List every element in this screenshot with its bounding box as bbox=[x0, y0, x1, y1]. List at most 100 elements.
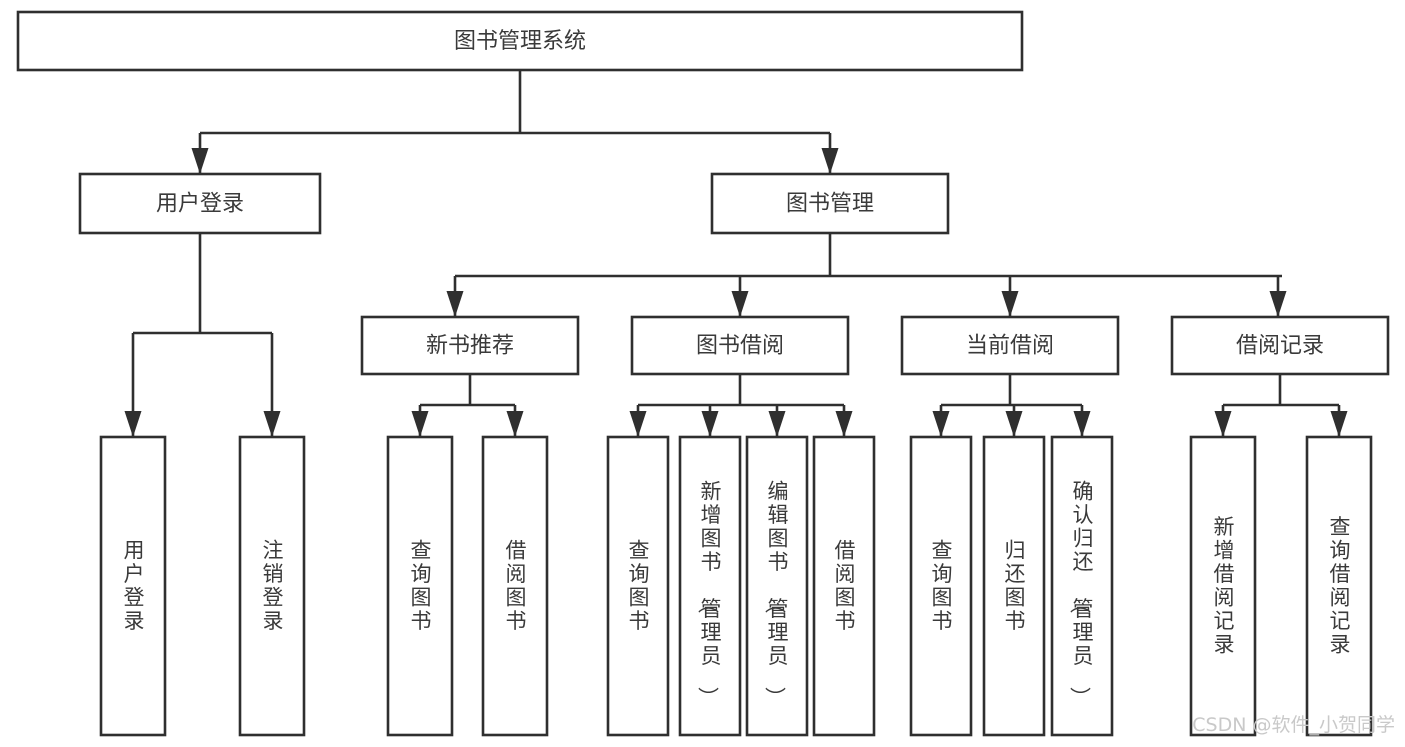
node-root[interactable]: 图书管理系统 bbox=[16, 10, 1024, 72]
node-label-borrow-records: 借阅记录 bbox=[1236, 334, 1324, 359]
connector-drop bbox=[701, 405, 719, 437]
watermark-text: CSDN @软件_小贺同学 bbox=[1192, 714, 1395, 736]
arrow-head-icon bbox=[124, 411, 142, 437]
arrow-head-icon bbox=[1005, 411, 1023, 437]
node-label-leaf-add-borrow-record: 新增借阅记录 bbox=[1214, 515, 1235, 657]
node-box-user-login[interactable] bbox=[78, 172, 322, 235]
connector-drop bbox=[124, 333, 142, 437]
node-label-leaf-confirm-return-admin: 确认归还（管理员） bbox=[1068, 480, 1094, 708]
node-label-leaf-borrow-book: 借阅图书 bbox=[835, 538, 856, 633]
node-leaf-query-book-current[interactable]: 查询图书 bbox=[909, 435, 973, 737]
node-label-leaf-return-book: 归还图书 bbox=[1005, 538, 1026, 633]
connector-drop bbox=[1269, 276, 1287, 317]
arrow-head-icon bbox=[191, 148, 209, 174]
node-box-leaf-borrow-book[interactable] bbox=[812, 435, 876, 737]
node-leaf-borrow-book-recommend[interactable]: 借阅图书 bbox=[481, 435, 549, 737]
connector-drop bbox=[446, 276, 464, 317]
arrow-head-icon bbox=[701, 411, 719, 437]
connector-drop bbox=[821, 133, 839, 174]
node-leaf-return-book[interactable]: 归还图书 bbox=[982, 435, 1046, 737]
node-current-borrow[interactable]: 当前借阅 bbox=[900, 315, 1120, 376]
node-box-root[interactable] bbox=[16, 10, 1024, 72]
node-label-leaf-logout-login: 注销登录 bbox=[263, 538, 284, 633]
node-box-leaf-confirm-return-admin[interactable] bbox=[1050, 435, 1114, 737]
connector-drop bbox=[629, 405, 647, 437]
node-box-book-borrow[interactable] bbox=[630, 315, 850, 376]
node-box-leaf-user-login[interactable] bbox=[99, 435, 167, 737]
node-box-leaf-add-borrow-record[interactable] bbox=[1189, 435, 1257, 737]
connector-drop bbox=[835, 405, 853, 437]
arrow-head-icon bbox=[446, 291, 464, 317]
node-box-leaf-query-book-borrow[interactable] bbox=[606, 435, 670, 737]
node-leaf-logout-login[interactable]: 注销登录 bbox=[238, 435, 306, 737]
node-book-management[interactable]: 图书管理 bbox=[710, 172, 950, 235]
arrow-head-icon bbox=[1269, 291, 1287, 317]
node-box-leaf-logout-login[interactable] bbox=[238, 435, 306, 737]
node-label-book-management: 图书管理 bbox=[786, 192, 874, 217]
arrow-head-icon bbox=[821, 148, 839, 174]
arrow-head-icon bbox=[768, 411, 786, 437]
connector-drop bbox=[731, 276, 749, 317]
node-leaf-query-book-borrow[interactable]: 查询图书 bbox=[606, 435, 670, 737]
connector-drop bbox=[191, 133, 209, 174]
connector-drop bbox=[1073, 405, 1091, 437]
node-box-leaf-borrow-book-recommend[interactable] bbox=[481, 435, 549, 737]
node-borrow-records[interactable]: 借阅记录 bbox=[1170, 315, 1390, 376]
node-box-book-management[interactable] bbox=[710, 172, 950, 235]
connector-drop bbox=[932, 405, 950, 437]
connector-drop bbox=[1214, 405, 1232, 437]
node-box-leaf-query-borrow-record[interactable] bbox=[1305, 435, 1373, 737]
arrow-head-icon bbox=[1073, 411, 1091, 437]
node-label-leaf-query-book-current: 查询图书 bbox=[932, 538, 953, 633]
connector-drop bbox=[1330, 405, 1348, 437]
node-label-leaf-query-book-borrow: 查询图书 bbox=[629, 538, 650, 633]
connector-drop bbox=[1005, 405, 1023, 437]
arrow-head-icon bbox=[629, 411, 647, 437]
node-leaf-edit-book-admin[interactable]: 编辑图书（管理员） bbox=[745, 435, 809, 737]
node-book-borrow[interactable]: 图书借阅 bbox=[630, 315, 850, 376]
arrow-head-icon bbox=[1001, 291, 1019, 317]
node-leaf-add-book-admin[interactable]: 新增图书（管理员） bbox=[678, 435, 742, 737]
node-label-root: 图书管理系统 bbox=[454, 29, 586, 54]
node-leaf-add-borrow-record[interactable]: 新增借阅记录 bbox=[1189, 435, 1257, 737]
node-label-leaf-query-book-recommend: 查询图书 bbox=[411, 538, 432, 633]
arrow-head-icon bbox=[506, 411, 524, 437]
node-box-leaf-add-book-admin[interactable] bbox=[678, 435, 742, 737]
node-label-leaf-query-borrow-record: 查询借阅记录 bbox=[1330, 515, 1351, 657]
node-box-current-borrow[interactable] bbox=[900, 315, 1120, 376]
connector-drop bbox=[506, 405, 524, 437]
node-leaf-user-login[interactable]: 用户登录 bbox=[99, 435, 167, 737]
connector-drop bbox=[411, 405, 429, 437]
arrow-head-icon bbox=[411, 411, 429, 437]
connector-layer bbox=[124, 70, 1348, 437]
arrow-head-icon bbox=[1214, 411, 1232, 437]
node-leaf-query-borrow-record[interactable]: 查询借阅记录 bbox=[1305, 435, 1373, 737]
node-new-book-recommend[interactable]: 新书推荐 bbox=[360, 315, 580, 376]
arrow-head-icon bbox=[731, 291, 749, 317]
node-label-leaf-edit-book-admin: 编辑图书（管理员） bbox=[763, 480, 789, 708]
node-box-leaf-query-book-recommend[interactable] bbox=[386, 435, 454, 737]
node-box-new-book-recommend[interactable] bbox=[360, 315, 580, 376]
node-label-current-borrow: 当前借阅 bbox=[966, 334, 1054, 359]
arrow-head-icon bbox=[835, 411, 853, 437]
node-layer: 图书管理系统用户登录图书管理新书推荐图书借阅当前借阅借阅记录用户登录注销登录查询… bbox=[16, 10, 1390, 737]
node-leaf-confirm-return-admin[interactable]: 确认归还（管理员） bbox=[1050, 435, 1114, 737]
arrow-head-icon bbox=[1330, 411, 1348, 437]
node-box-leaf-edit-book-admin[interactable] bbox=[745, 435, 809, 737]
node-box-leaf-query-book-current[interactable] bbox=[909, 435, 973, 737]
node-label-new-book-recommend: 新书推荐 bbox=[426, 334, 514, 359]
node-leaf-borrow-book[interactable]: 借阅图书 bbox=[812, 435, 876, 737]
arrow-head-icon bbox=[263, 411, 281, 437]
node-box-leaf-return-book[interactable] bbox=[982, 435, 1046, 737]
node-label-leaf-user-login: 用户登录 bbox=[124, 538, 145, 633]
node-label-book-borrow: 图书借阅 bbox=[696, 334, 784, 359]
node-leaf-query-book-recommend[interactable]: 查询图书 bbox=[386, 435, 454, 737]
node-label-user-login: 用户登录 bbox=[156, 192, 244, 217]
connector-drop bbox=[263, 333, 281, 437]
node-box-borrow-records[interactable] bbox=[1170, 315, 1390, 376]
arrow-head-icon bbox=[932, 411, 950, 437]
node-label-leaf-add-book-admin: 新增图书（管理员） bbox=[696, 480, 722, 708]
node-user-login[interactable]: 用户登录 bbox=[78, 172, 322, 235]
